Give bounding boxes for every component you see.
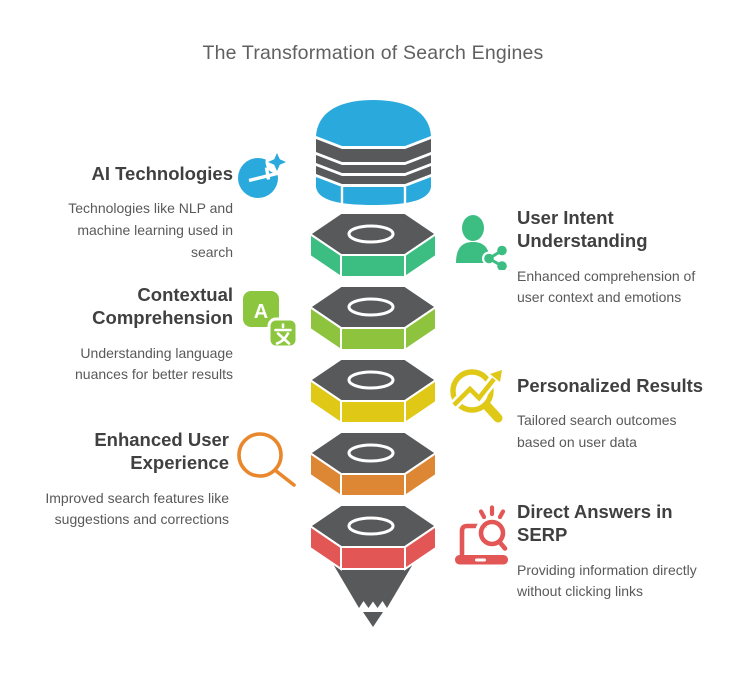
funnel-layer-2 (308, 212, 438, 279)
item-user-intent-understanding: User Intent Understanding Enhanced compr… (517, 206, 737, 309)
item-description: Tailored search outcomes based on user d… (517, 412, 677, 450)
item-contextual-comprehension: Contextual Comprehension Understanding l… (28, 283, 233, 386)
laptop-search-icon (450, 502, 514, 568)
ai-sparkle-icon (237, 151, 287, 201)
funnel-graphic (305, 95, 441, 635)
item-direct-answers-serp: Direct Answers in SERP Providing informa… (517, 500, 742, 603)
funnel-layer-1 (316, 100, 431, 205)
item-heading: User Intent Understanding (517, 207, 648, 252)
page-title: The Transformation of Search Engines (202, 42, 544, 64)
item-description: Understanding language nuances for bette… (75, 344, 233, 383)
item-heading: Personalized Results (517, 375, 704, 396)
item-personalized-results: Personalized Results Tailored search out… (517, 374, 737, 454)
magnifier-icon (233, 432, 299, 490)
latin-glyph: A (254, 301, 268, 323)
funnel-layer-4 (308, 358, 438, 425)
item-description: Enhanced comprehension of user context a… (517, 267, 696, 306)
item-description: Improved search features like suggestion… (45, 489, 229, 528)
item-description: Technologies like NLP and machine learni… (68, 200, 233, 260)
trend-magnifier-icon (447, 361, 507, 423)
funnel-layer-5 (308, 431, 438, 498)
funnel-layer-6 (308, 504, 438, 571)
item-heading: AI Technologies (91, 163, 233, 184)
cjk-glyph (274, 323, 292, 345)
user-share-icon (452, 212, 508, 270)
item-ai-technologies: AI Technologies Technologies like NLP an… (28, 162, 233, 263)
translate-icon: A (239, 289, 297, 351)
item-description: Providing information directly without c… (517, 561, 697, 600)
item-heading: Direct Answers in SERP (517, 501, 673, 546)
item-heading: Enhanced User Experience (94, 429, 229, 474)
funnel-layer-3 (308, 285, 438, 352)
item-enhanced-user-experience: Enhanced User Experience Improved search… (24, 428, 229, 531)
item-heading: Contextual Comprehension (92, 284, 233, 329)
